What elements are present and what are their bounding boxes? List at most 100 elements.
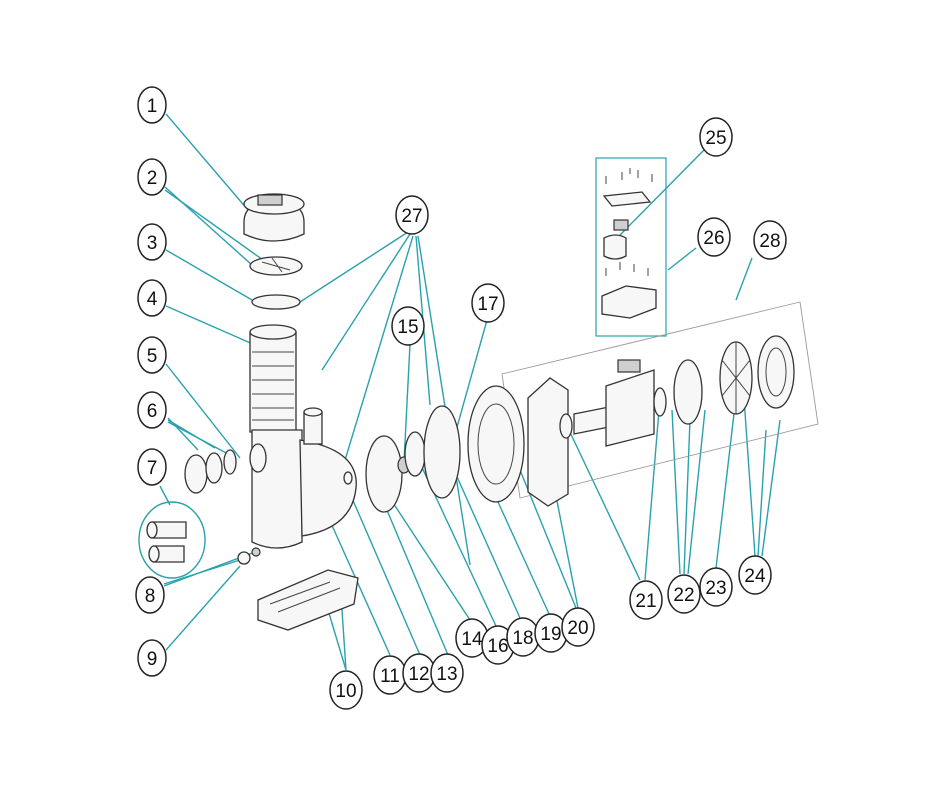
callout-label: 12 — [408, 664, 429, 685]
leader-lines — [138, 113, 781, 671]
callout-10: 10 — [329, 670, 363, 710]
callout-23: 23 — [699, 567, 733, 607]
leader-4 — [165, 305, 256, 346]
leader-22c — [687, 409, 706, 575]
callout-label: 5 — [147, 346, 158, 367]
callout-label: 22 — [673, 585, 694, 606]
callout-21: 21 — [629, 580, 663, 620]
union-nut-6 — [184, 454, 208, 494]
callout-9: 9 — [137, 639, 167, 677]
callout-label: 2 — [147, 168, 158, 189]
callout-label: 26 — [703, 228, 724, 249]
callout-label: 9 — [147, 649, 158, 670]
leader-1 — [165, 113, 249, 211]
leader-22a — [671, 409, 681, 575]
callout-label: 23 — [705, 578, 726, 599]
callout-15: 15 — [391, 306, 425, 346]
leader-23 — [715, 404, 736, 569]
leader-10a — [327, 609, 347, 671]
callout-label: 27 — [401, 206, 422, 227]
callout-4: 4 — [137, 279, 167, 317]
callout-2: 2 — [137, 158, 167, 196]
leader-17 — [451, 319, 488, 446]
leader-28 — [735, 257, 753, 301]
callout-label: 17 — [477, 294, 498, 315]
leader-24c — [761, 419, 781, 557]
callout-11: 11 — [373, 655, 407, 695]
callout-label: 18 — [512, 628, 533, 649]
callout-label: 21 — [635, 591, 656, 612]
leader-5 — [165, 363, 241, 459]
callout-24: 24 — [738, 555, 772, 595]
callout-18: 18 — [506, 617, 540, 657]
leader-11 — [325, 511, 391, 656]
callout-3: 3 — [137, 223, 167, 261]
callout-5: 5 — [137, 336, 167, 374]
motor-bracket — [527, 377, 569, 507]
drain-plug-8 — [237, 551, 251, 565]
callout-label: 16 — [487, 636, 508, 657]
pump-parts — [146, 193, 795, 631]
leader-19 — [497, 501, 551, 617]
callout-label: 25 — [705, 128, 726, 149]
callout-label: 14 — [461, 629, 483, 650]
callout-27: 27 — [395, 195, 429, 235]
o-ring-3 — [251, 294, 301, 310]
callout-26: 26 — [697, 217, 731, 257]
accessory-frame — [595, 157, 667, 337]
callout-label: 3 — [147, 233, 158, 254]
callout-label: 20 — [567, 618, 588, 639]
callout-12: 12 — [402, 653, 436, 693]
diffuser — [365, 435, 403, 513]
leader-27c — [341, 235, 414, 471]
callout-label: 7 — [147, 458, 158, 479]
callout-label: 13 — [436, 664, 457, 685]
callout-label: 15 — [397, 317, 418, 338]
leader-25 — [619, 149, 705, 236]
leader-3 — [165, 249, 253, 301]
callout-label: 4 — [147, 289, 158, 310]
callout-20: 20 — [561, 607, 595, 647]
leader-21a — [567, 427, 641, 581]
leader-9 — [165, 565, 241, 651]
callout-label: 6 — [147, 401, 158, 422]
leader-24b — [757, 429, 767, 557]
callout-28: 28 — [753, 220, 787, 260]
callout-label: 8 — [145, 586, 156, 607]
leader-24a — [743, 397, 756, 557]
leader-21b — [644, 397, 661, 581]
o-ring-16 — [423, 405, 461, 499]
callout-25: 25 — [699, 117, 733, 157]
callout-8: 8 — [135, 576, 165, 614]
callout-label: 24 — [744, 566, 766, 587]
callout-bubbles: 1 2 3 4 5 6 7 8 9 10 11 12 13 14 15 16 1… — [135, 86, 787, 710]
callout-17: 17 — [471, 283, 505, 323]
leader-2b — [164, 189, 271, 266]
callout-label: 11 — [380, 666, 400, 687]
leader-27a — [299, 231, 409, 303]
strainer-basket — [249, 331, 297, 433]
callout-1: 1 — [137, 86, 167, 124]
callout-label: 10 — [335, 681, 356, 702]
drain-plug-9 — [251, 547, 261, 557]
callout-label: 19 — [540, 624, 561, 645]
leader-27b — [321, 233, 411, 371]
leader-22b — [683, 419, 691, 575]
accessory-box — [595, 157, 667, 337]
enclosure-7 — [138, 501, 206, 579]
motor-housing — [605, 369, 655, 447]
callout-label: 28 — [759, 231, 780, 252]
end-bell — [673, 359, 703, 425]
callout-13: 13 — [430, 653, 464, 693]
leader-26 — [667, 247, 697, 271]
leader-18 — [453, 469, 521, 619]
seal-plate — [467, 385, 525, 503]
callout-label: 1 — [147, 96, 158, 117]
leader-12 — [344, 481, 421, 656]
callout-7: 7 — [137, 448, 167, 486]
callout-22: 22 — [667, 574, 701, 614]
callout-6: 6 — [137, 391, 167, 429]
leader-15 — [403, 343, 411, 463]
